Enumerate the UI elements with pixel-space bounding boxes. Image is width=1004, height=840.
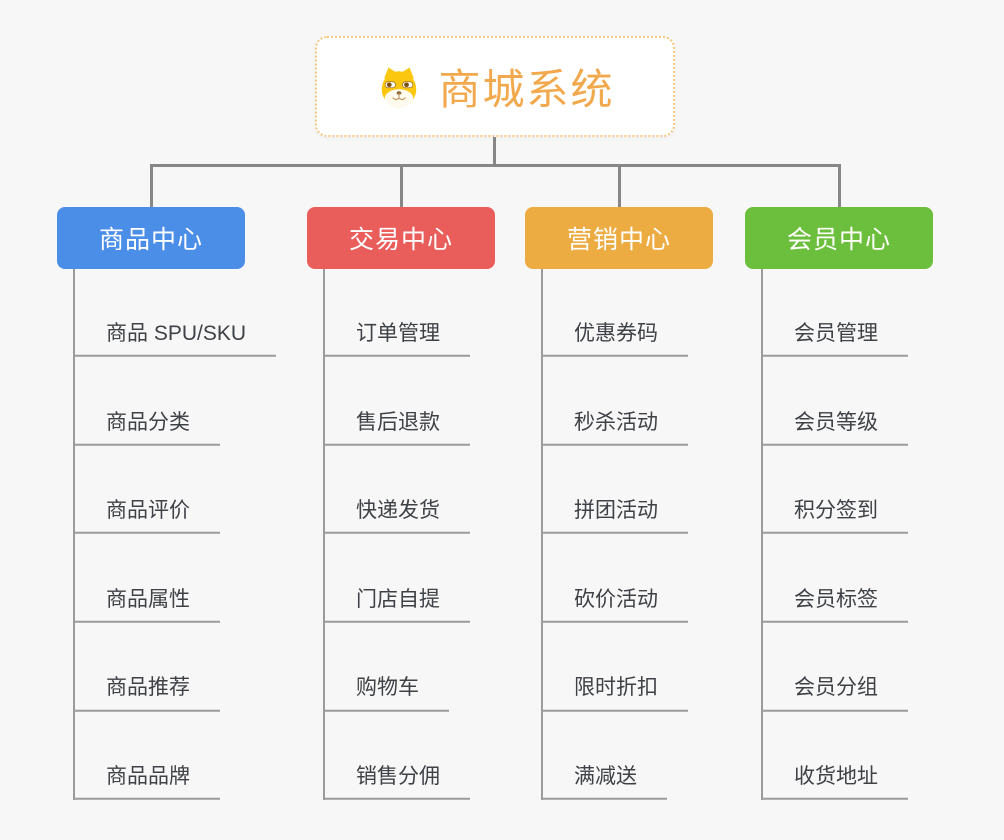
leaf-topic[interactable]: 会员分组 xyxy=(761,675,908,712)
leaf-topic[interactable]: 订单管理 xyxy=(323,321,470,357)
branch-spine xyxy=(323,269,325,800)
root-topic[interactable]: 商城系统 xyxy=(315,36,675,137)
branch-topic[interactable]: 会员中心 xyxy=(745,207,933,269)
connector-root-stem xyxy=(492,137,496,167)
leaf-topic[interactable]: 商品品牌 xyxy=(73,764,220,800)
dog-icon xyxy=(382,67,417,107)
branch-topic[interactable]: 交易中心 xyxy=(307,207,495,269)
connector-main-horizontal xyxy=(149,164,841,167)
connector-branch-drop xyxy=(149,164,153,207)
leaf-topic[interactable]: 商品分类 xyxy=(73,409,220,446)
leaf-topic[interactable]: 购物车 xyxy=(323,675,449,712)
leaf-topic[interactable]: 快递发货 xyxy=(323,498,470,535)
branch-spine xyxy=(541,269,543,800)
leaf-topic[interactable]: 秒杀活动 xyxy=(541,409,688,446)
leaf-topic[interactable]: 商品推荐 xyxy=(73,675,220,712)
leaf-topic[interactable]: 拼团活动 xyxy=(541,498,688,535)
branch-topic[interactable]: 营销中心 xyxy=(525,207,713,269)
connector-branch-drop xyxy=(617,164,621,207)
leaf-topic[interactable]: 砍价活动 xyxy=(541,587,688,623)
leaf-topic[interactable]: 优惠券码 xyxy=(541,321,688,357)
leaf-topic[interactable]: 商品 SPU/SKU xyxy=(73,321,277,357)
leaf-topic[interactable]: 门店自提 xyxy=(323,587,470,623)
branch-spine xyxy=(73,269,75,800)
leaf-topic[interactable]: 限时折扣 xyxy=(541,675,688,712)
connector-branch-drop xyxy=(399,164,403,207)
leaf-topic[interactable]: 会员标签 xyxy=(761,587,908,623)
leaf-topic[interactable]: 满减送 xyxy=(541,764,667,800)
leaf-topic[interactable]: 积分签到 xyxy=(761,498,908,535)
leaf-topic[interactable]: 销售分佣 xyxy=(323,764,470,800)
leaf-topic[interactable]: 售后退款 xyxy=(323,409,470,446)
leaf-topic[interactable]: 收货地址 xyxy=(761,764,908,800)
leaf-topic[interactable]: 会员等级 xyxy=(761,409,908,446)
leaf-topic[interactable]: 商品属性 xyxy=(73,587,220,623)
connector-branch-drop xyxy=(837,164,841,207)
leaf-topic[interactable]: 商品评价 xyxy=(73,498,220,535)
leaf-topic[interactable]: 会员管理 xyxy=(761,321,908,357)
root-topic-label: 商城系统 xyxy=(438,66,615,113)
branch-topic[interactable]: 商品中心 xyxy=(57,207,245,269)
branch-spine xyxy=(761,269,763,800)
